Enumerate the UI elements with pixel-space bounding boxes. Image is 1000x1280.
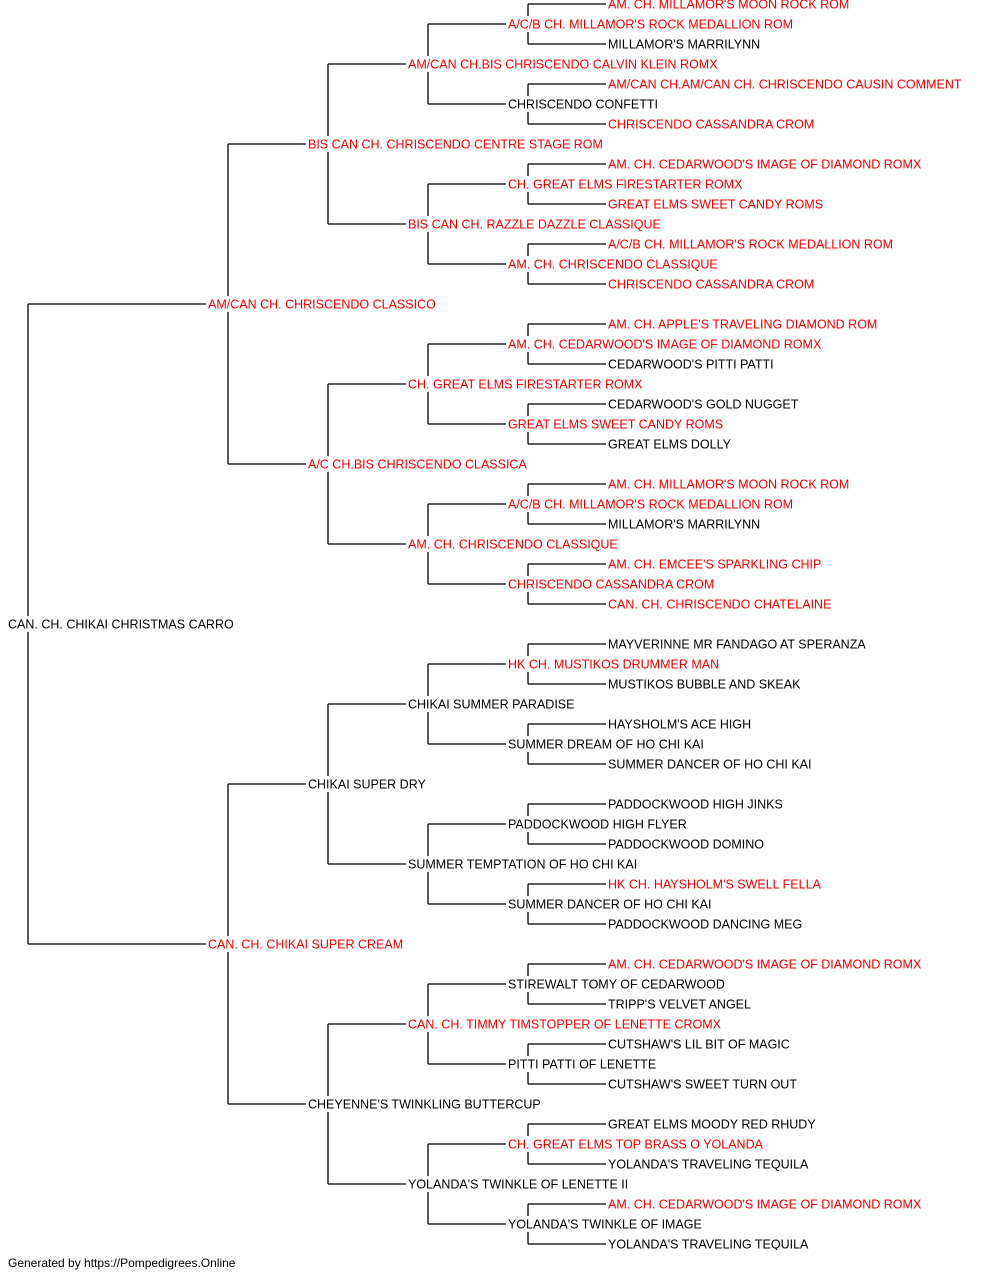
- pedigree-name-gen-2: CHEYENNE'S TWINKLING BUTTERCUP: [308, 1098, 541, 1112]
- pedigree-name-gen-4: PITTI PATTI OF LENETTE: [508, 1058, 656, 1072]
- pedigree-name-gen-3: YOLANDA'S TWINKLE OF LENETTE II: [408, 1178, 628, 1192]
- pedigree-name-gen-5: A/C/B CH. MILLAMOR'S ROCK MEDALLION ROM: [608, 238, 893, 252]
- pedigree-name-gen-5: AM. CH. CEDARWOOD'S IMAGE OF DIAMOND ROM…: [608, 958, 922, 972]
- pedigree-name-gen-5: GREAT ELMS DOLLY: [608, 438, 732, 452]
- pedigree-name-gen-5: CEDARWOOD'S PITTI PATTI: [608, 358, 774, 372]
- pedigree-name-gen-4: AM. CH. CHRISCENDO CLASSIQUE: [508, 258, 718, 272]
- pedigree-name-gen-5: GREAT ELMS SWEET CANDY ROMS: [608, 198, 823, 212]
- pedigree-name-gen-5: HK CH. HAYSHOLM'S SWELL FELLA: [608, 878, 822, 892]
- pedigree-name-gen-3: SUMMER TEMPTATION OF HO CHI KAI: [408, 858, 637, 872]
- pedigree-name-gen-5: MILLAMOR'S MARRILYNN: [608, 38, 760, 52]
- pedigree-name-gen-4: PADDOCKWOOD HIGH FLYER: [508, 818, 687, 832]
- pedigree-name-gen-5: HAYSHOLM'S ACE HIGH: [608, 718, 751, 732]
- pedigree-name-gen-5: CHRISCENDO CASSANDRA CROM: [608, 278, 814, 292]
- pedigree-name-gen-4: HK CH. MUSTIKOS DRUMMER MAN: [508, 658, 719, 672]
- pedigree-name-gen-4: YOLANDA'S TWINKLE OF IMAGE: [508, 1218, 702, 1232]
- pedigree-name-gen-5: AM. CH. EMCEE'S SPARKLING CHIP: [608, 558, 821, 572]
- pedigree-name-gen-5: CHRISCENDO CASSANDRA CROM: [608, 118, 814, 132]
- pedigree-name-gen-2: CHIKAI SUPER DRY: [308, 778, 427, 792]
- pedigree-name-gen-4: CH. GREAT ELMS TOP BRASS O YOLANDA: [508, 1138, 764, 1152]
- pedigree-name-gen-4: STIREWALT TOMY OF CEDARWOOD: [508, 978, 725, 992]
- pedigree-name-gen-5: YOLANDA'S TRAVELING TEQUILA: [608, 1158, 809, 1172]
- pedigree-name-gen-3: CHIKAI SUMMER PARADISE: [408, 698, 574, 712]
- pedigree-name-gen-5: MILLAMOR'S MARRILYNN: [608, 518, 760, 532]
- pedigree-name-gen-2: BIS CAN CH. CHRISCENDO CENTRE STAGE ROM: [308, 138, 603, 152]
- pedigree-name-gen-4: A/C/B CH. MILLAMOR'S ROCK MEDALLION ROM: [508, 18, 793, 32]
- pedigree-name-gen-5: CUTSHAW'S LIL BIT OF MAGIC: [608, 1038, 790, 1052]
- pedigree-name-gen-5: MUSTIKOS BUBBLE AND SKEAK: [608, 678, 801, 692]
- pedigree-name-gen-3: AM. CH. CHRISCENDO CLASSIQUE: [408, 538, 618, 552]
- pedigree-name-gen-5: YOLANDA'S TRAVELING TEQUILA: [608, 1238, 809, 1251]
- pedigree-name-gen-4: GREAT ELMS SWEET CANDY ROMS: [508, 418, 723, 432]
- pedigree-name-gen-5: CUTSHAW'S SWEET TURN OUT: [608, 1078, 797, 1092]
- pedigree-name-gen-4: SUMMER DANCER OF HO CHI KAI: [508, 898, 712, 912]
- pedigree-name-gen-5: AM. CH. MILLAMOR'S MOON ROCK ROM: [608, 0, 849, 12]
- pedigree-name-gen-1: CAN. CH. CHIKAI SUPER CREAM: [208, 938, 403, 952]
- generated-by-footer: Generated by https://Pompedigrees.Online: [8, 1256, 236, 1270]
- pedigree-name-gen-5: CAN. CH. CHRISCENDO CHATELAINE: [608, 598, 831, 612]
- pedigree-name-gen-4: A/C/B CH. MILLAMOR'S ROCK MEDALLION ROM: [508, 498, 793, 512]
- pedigree-name-gen-1: AM/CAN CH. CHRISCENDO CLASSICO: [208, 298, 436, 312]
- pedigree-name-gen-5: TRIPP'S VELVET ANGEL: [608, 998, 751, 1012]
- pedigree-name-gen-4: CHRISCENDO CONFETTI: [508, 98, 658, 112]
- pedigree-name-gen-5: AM. CH. CEDARWOOD'S IMAGE OF DIAMOND ROM…: [608, 1198, 922, 1212]
- pedigree-name-gen-3: AM/CAN CH.BIS CHRISCENDO CALVIN KLEIN RO…: [408, 58, 718, 72]
- pedigree-name-gen-5: AM. CH. CEDARWOOD'S IMAGE OF DIAMOND ROM…: [608, 158, 922, 172]
- pedigree-name-gen-5: PADDOCKWOOD DOMINO: [608, 838, 764, 852]
- pedigree-name-gen-3: BIS CAN CH. RAZZLE DAZZLE CLASSIQUE: [408, 218, 661, 232]
- pedigree-name-gen-5: PADDOCKWOOD HIGH JINKS: [608, 798, 783, 812]
- pedigree-name-gen-5: AM/CAN CH.AM/CAN CH. CHRISCENDO CAUSIN C…: [608, 78, 962, 92]
- pedigree-name-gen-5: AM. CH. APPLE'S TRAVELING DIAMOND ROM: [608, 318, 877, 332]
- pedigree-name-gen-5: AM. CH. MILLAMOR'S MOON ROCK ROM: [608, 478, 849, 492]
- pedigree-name-gen-5: SUMMER DANCER OF HO CHI KAI: [608, 758, 812, 772]
- pedigree-name-gen-4: SUMMER DREAM OF HO CHI KAI: [508, 738, 704, 752]
- pedigree-name-gen-5: GREAT ELMS MOODY RED RHUDY: [608, 1118, 816, 1132]
- pedigree-name-gen-5: PADDOCKWOOD DANCING MEG: [608, 918, 802, 932]
- pedigree-name-gen-4: CH. GREAT ELMS FIRESTARTER ROMX: [508, 178, 743, 192]
- pedigree-name-gen-5: CEDARWOOD'S GOLD NUGGET: [608, 398, 799, 412]
- pedigree-name-gen-3: CH. GREAT ELMS FIRESTARTER ROMX: [408, 378, 643, 392]
- pedigree-name-gen-2: A/C CH.BIS CHRISCENDO CLASSICA: [308, 458, 527, 472]
- pedigree-name-gen-4: AM. CH. CEDARWOOD'S IMAGE OF DIAMOND ROM…: [508, 338, 822, 352]
- pedigree-name-gen-4: CHRISCENDO CASSANDRA CROM: [508, 578, 714, 592]
- pedigree-name-gen-3: CAN. CH. TIMMY TIMSTOPPER OF LENETTE CRO…: [408, 1018, 722, 1032]
- pedigree-tree: CAN. CH. CHIKAI CHRISTMAS CARRO AM/CAN CH…: [8, 0, 962, 1251]
- pedigree-name-gen-0: CAN. CH. CHIKAI CHRISTMAS CARRO: [8, 618, 234, 632]
- pedigree-name-gen-5: MAYVERINNE MR FANDAGO AT SPERANZA: [608, 638, 866, 652]
